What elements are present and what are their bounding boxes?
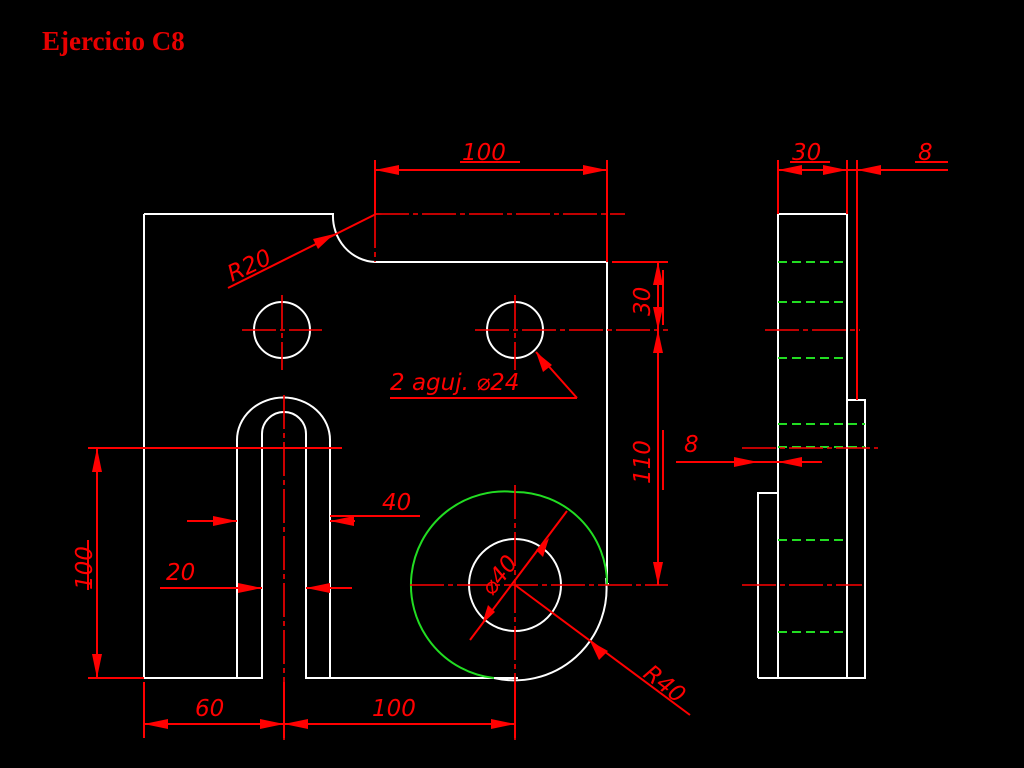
dim-fillet-radius: R20 [224, 245, 276, 288]
dim-holes-note: 2 aguj. ⌀24 [390, 370, 519, 396]
dim-hole-to-bottom: 110 [630, 440, 656, 484]
dim-boss-inner-dia: ⌀40 [476, 551, 523, 601]
side-view [676, 160, 948, 679]
dim-left-offset: 60 [195, 696, 224, 722]
dim-slot-height: 100 [72, 546, 98, 590]
front-dimension-lines [87, 160, 691, 738]
dim-hole-offset: 30 [630, 287, 656, 316]
dim-slot-outer: 40 [382, 490, 411, 516]
slide-title: Ejercicio C8 [42, 26, 185, 56]
dim-boss-outer-radius: R40 [638, 660, 690, 708]
dim-side-width: 30 [792, 140, 821, 166]
dim-top-width: 100 [462, 140, 506, 166]
dim-slot-inner: 20 [166, 560, 195, 586]
dim-side-step-left: 8 [684, 432, 699, 458]
boss-outer-circle [409, 490, 609, 679]
dim-side-step: 8 [918, 140, 933, 166]
dim-to-boss-center: 100 [372, 696, 416, 722]
